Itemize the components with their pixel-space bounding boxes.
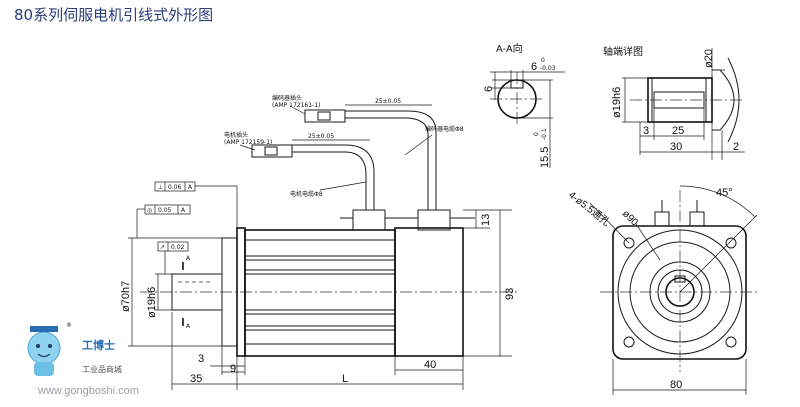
watermark-url: www.gongboshi.com bbox=[37, 385, 139, 397]
power-plug-model: (AMP 172159-1) bbox=[224, 139, 272, 146]
watermark-name: 工博士 bbox=[82, 338, 115, 352]
encoder-plug-model: (AMP 172161-1) bbox=[272, 102, 320, 109]
end-holes: 4-ø5.5通孔 bbox=[566, 189, 612, 229]
rear-cap bbox=[394, 227, 464, 357]
key-depth-nominal: 15.5 bbox=[539, 147, 551, 168]
shaft-detail-end-dim: 2 bbox=[733, 141, 739, 153]
key-width-nominal: 6 bbox=[531, 61, 537, 73]
shaft-detail-thread: ø20 bbox=[703, 49, 715, 68]
tol-flatness-value: 0.06 bbox=[168, 184, 182, 191]
tol-runout-value: 0.02 bbox=[171, 244, 185, 251]
section-view: A-A向 6 0 -0.03 6 15.5 0 -0.1 bbox=[483, 42, 565, 168]
dim-top: 13 bbox=[480, 214, 492, 226]
section-label-bottom: A bbox=[186, 323, 191, 330]
shaft-detail-total: 30 bbox=[670, 141, 682, 153]
tolerance-frames: ⊥ 0.06 A ◎ 0.05 A ↗ 0.02 bbox=[136, 181, 238, 274]
tol-flatness-datum: A bbox=[188, 184, 193, 191]
cables: 25±0.05 25±0.05 编码器插头 (AMP 172161-1) 电机插… bbox=[224, 94, 464, 210]
tol-concentric-frame bbox=[144, 204, 191, 215]
shaft-detail-dia: ø19h6 bbox=[611, 87, 623, 118]
mascot-cap bbox=[30, 326, 58, 332]
shaft-detail-label: 轴端详图 bbox=[603, 45, 643, 58]
body-fins bbox=[245, 239, 395, 345]
power-cable bbox=[292, 151, 367, 210]
dim-rear: 40 bbox=[424, 359, 436, 371]
svg-text:↗: ↗ bbox=[160, 244, 165, 251]
power-plug-label: 电机插头 bbox=[224, 131, 248, 139]
section-view-label: A-A向 bbox=[496, 42, 523, 55]
encoder-plug bbox=[304, 109, 346, 123]
key-depth-lower: -0.1 bbox=[541, 128, 548, 140]
dim-height: 93 bbox=[504, 288, 516, 300]
key-width-lower: -0.03 bbox=[540, 65, 556, 72]
dim-shaft-len: 35 bbox=[190, 373, 202, 385]
end-angle: 45° bbox=[716, 187, 733, 199]
key-depth-upper: 0 bbox=[533, 132, 540, 136]
motor-body bbox=[244, 229, 396, 357]
end-width: 80 bbox=[670, 379, 682, 391]
side-dimensions: ø70h7 ø19h6 93 13 3 bbox=[120, 209, 516, 390]
dim-body-len: L bbox=[342, 373, 348, 385]
mount-hole-bl bbox=[623, 336, 635, 348]
key-width-upper: 0 bbox=[541, 57, 545, 64]
section-keyway bbox=[510, 79, 524, 89]
tol-concentric-datum: A bbox=[181, 207, 186, 214]
tol-runout-frame bbox=[157, 241, 189, 252]
power-cable-label: 电机电缆Φ8 bbox=[290, 190, 323, 198]
end-view: 45° 4-ø5.5通孔 ø90 80 bbox=[566, 185, 760, 395]
power-gland bbox=[352, 209, 386, 231]
drawing-title: 80系列伺服电机引线式外形图 bbox=[14, 6, 214, 24]
mount-hole-tr bbox=[725, 237, 737, 249]
svg-text:◎: ◎ bbox=[147, 207, 152, 214]
watermark-mark: ® bbox=[66, 322, 72, 329]
encoder-gland bbox=[417, 209, 451, 231]
section-label-top: A bbox=[186, 255, 191, 262]
side-view: A A bbox=[140, 209, 520, 357]
shaft-detail-key-len: 25 bbox=[672, 125, 684, 137]
encoder-cable bbox=[345, 117, 429, 210]
key-depth-6: 6 bbox=[483, 86, 495, 92]
mascot-icon bbox=[27, 331, 61, 365]
svg-text:⊥: ⊥ bbox=[158, 184, 163, 191]
tol-concentric-value: 0.05 bbox=[158, 207, 172, 214]
dim-shoulder: 3 bbox=[198, 353, 204, 365]
dim-gap: 9 bbox=[230, 363, 236, 375]
watermark-sub: 工业品商城 bbox=[82, 364, 122, 374]
power-plug bbox=[251, 144, 293, 158]
end-gland-right bbox=[689, 211, 705, 227]
dim-pilot-dia: ø70h7 bbox=[120, 281, 132, 312]
dim-shaft-dia: ø19h6 bbox=[146, 287, 158, 318]
mount-hole-tl bbox=[623, 237, 635, 249]
shaft-detail: 轴端详图 ø19h6 ø20 3 25 bbox=[603, 45, 745, 160]
encoder-cable-label: 编码器电缆Φ8 bbox=[425, 125, 464, 133]
angle-arc bbox=[679, 185, 756, 218]
watermark-logo: ® 工博士 工业品商城 www.gongboshi.com bbox=[27, 322, 139, 397]
power-cable-length: 25±0.05 bbox=[308, 133, 334, 140]
tol-flatness-frame bbox=[154, 181, 196, 192]
end-gland-left bbox=[654, 211, 670, 227]
encoder-cable-length: 25±0.05 bbox=[375, 98, 401, 105]
encoder-plug-label: 编码器插头 bbox=[272, 94, 302, 102]
shaft-detail-key-offset: 3 bbox=[643, 125, 649, 137]
end-flange bbox=[612, 225, 747, 360]
mount-hole-br bbox=[725, 336, 737, 348]
